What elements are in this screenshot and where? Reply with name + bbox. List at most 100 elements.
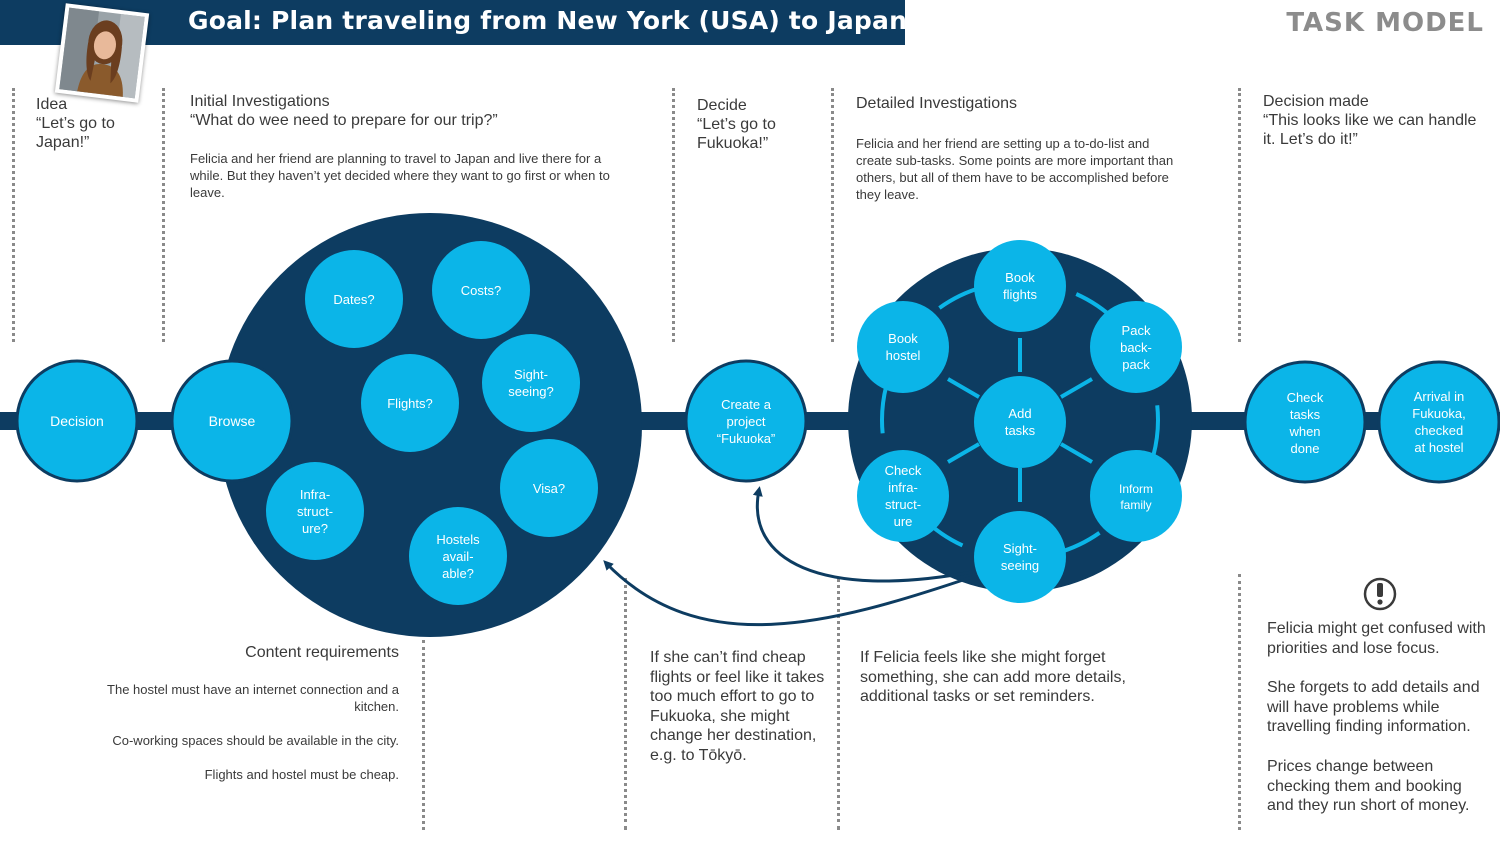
bubble-label: pack xyxy=(1122,357,1150,372)
task-add-tasks: Add tasks xyxy=(974,376,1066,468)
node-label: Fukuoka, xyxy=(1412,406,1465,421)
bubble-costs: Costs? xyxy=(432,241,530,339)
node-label: at hostel xyxy=(1414,440,1463,455)
bubble-label: Sight- xyxy=(1003,541,1037,556)
bubble-label: avail- xyxy=(442,549,473,564)
idea-title: Idea xyxy=(36,96,68,113)
bubble-label: family xyxy=(1120,498,1151,512)
bubble-label: Check xyxy=(885,463,922,478)
idea-quote-1: “Let’s go to xyxy=(36,115,115,132)
task-book-flights: Book flights xyxy=(974,240,1066,332)
bubble-label: able? xyxy=(442,566,474,581)
pain-point: Prices change between checking them and … xyxy=(1267,758,1470,815)
node-label: done xyxy=(1291,441,1320,456)
decide-title: Decide xyxy=(697,97,747,114)
content-requirement: Co-working spaces should be available in… xyxy=(112,733,399,748)
bubble-label: Costs? xyxy=(461,283,501,298)
decide-quote-1: “Let’s go to xyxy=(697,116,776,133)
task-sightseeing: Sight- seeing xyxy=(974,511,1066,603)
bubble-label: flights xyxy=(1003,287,1037,302)
bubble-sightseeing: Sight- seeing? xyxy=(482,334,580,432)
task-inform-family: Inform family xyxy=(1090,450,1182,542)
node-label: Decision xyxy=(50,413,104,429)
decide-quote-2: Fukuoka!” xyxy=(697,135,769,152)
divider xyxy=(1238,574,1241,830)
node-label: Create a xyxy=(721,397,772,412)
node-label: Browse xyxy=(209,413,256,429)
bubble-flights: Flights? xyxy=(361,354,459,452)
bubble-label: infra- xyxy=(888,480,918,495)
divider xyxy=(672,88,675,342)
bubble-hostels: Hostels avail- able? xyxy=(409,507,507,605)
note-forget: If Felicia feels like she might forget s… xyxy=(860,649,1126,706)
node-label: checked xyxy=(1415,423,1463,438)
node-decision: Decision xyxy=(15,359,139,483)
bubble-label: Inform xyxy=(1119,482,1153,496)
divider xyxy=(624,578,627,830)
bubble-label: Pack xyxy=(1122,323,1151,338)
section-initial-investigations: Initial Investigations “What do wee need… xyxy=(190,92,630,130)
initial-title: Initial Investigations xyxy=(190,93,330,110)
decision-made-title: Decision made xyxy=(1263,93,1369,110)
divider xyxy=(422,640,425,830)
exclamation-icon xyxy=(1363,577,1397,611)
page-title: Goal: Plan traveling from New York (USA)… xyxy=(188,6,908,35)
divider xyxy=(837,578,840,830)
divider xyxy=(162,88,165,342)
section-decision-made: Decision made “This looks like we can ha… xyxy=(1263,92,1493,149)
task-book-hostel: Book hostel xyxy=(857,301,949,393)
bubble-label: Visa? xyxy=(533,481,565,496)
bubble-label: seeing? xyxy=(508,384,554,399)
content-requirements-title: Content requirements xyxy=(245,644,399,661)
node-label: “Fukuoka” xyxy=(717,431,776,446)
bubble-label: tasks xyxy=(1005,423,1036,438)
task-model-label: TASK MODEL xyxy=(1286,8,1484,38)
divider xyxy=(12,88,15,342)
content-requirement: Flights and hostel must be cheap. xyxy=(204,767,399,782)
bubble-label: ure xyxy=(894,514,913,529)
bubble-label: Infra- xyxy=(300,487,330,502)
node-browse: Browse xyxy=(170,359,294,483)
bubble-label: back- xyxy=(1120,340,1152,355)
node-arrival: Arrival in Fukuoka, checked at hostel xyxy=(1377,360,1500,484)
node-label: tasks xyxy=(1290,407,1321,422)
initial-question: “What do wee need to prepare for our tri… xyxy=(190,112,498,129)
bubble-label: Book xyxy=(888,331,918,346)
bubble-label: Book xyxy=(1005,270,1035,285)
task-pack-backpack: Pack back- pack xyxy=(1090,301,1182,393)
bubble-label: struct- xyxy=(885,497,921,512)
node-label: project xyxy=(726,414,765,429)
idea-quote-2: Japan!” xyxy=(36,134,90,151)
node-check-tasks: Check tasks when done xyxy=(1243,360,1367,484)
bubble-visa: Visa? xyxy=(500,439,598,537)
bubble-label: ure? xyxy=(302,521,328,536)
pain-point: She forgets to add details and will have… xyxy=(1267,679,1480,736)
bubble-label: Add xyxy=(1008,406,1031,421)
bubble-dates: Dates? xyxy=(305,250,403,348)
divider xyxy=(831,88,834,342)
bubble-label: Flights? xyxy=(387,396,433,411)
task-check-infrastructure: Check infra- struct- ure xyxy=(857,450,949,542)
bubble-infrastructure: Infra- struct- ure? xyxy=(266,462,364,560)
divider xyxy=(1238,88,1241,342)
initial-body: Felicia and her friend are planning to t… xyxy=(190,151,610,200)
node-label: Check xyxy=(1287,390,1324,405)
node-label: Arrival in xyxy=(1414,389,1465,404)
bubble-label: seeing xyxy=(1001,558,1039,573)
note-cheap-flights: If she can’t find cheap flights or feel … xyxy=(650,649,825,764)
node-label: when xyxy=(1288,424,1320,439)
bubble-label: Sight- xyxy=(514,367,548,382)
node-create-project: Create a project “Fukuoka” xyxy=(684,359,808,483)
section-decide: Decide “Let’s go to Fukuoka!” xyxy=(697,96,827,153)
avatar xyxy=(54,3,150,103)
bubble-label: Dates? xyxy=(333,292,374,307)
arrow-back-to-browse xyxy=(603,560,973,627)
bubble-label: struct- xyxy=(297,504,333,519)
detailed-title: Detailed Investigations xyxy=(856,95,1017,112)
decision-made-quote-1: “This looks like we can handle xyxy=(1263,112,1477,129)
detailed-body: Felicia and her friend are setting up a … xyxy=(856,136,1174,202)
decision-made-quote-2: it. Let’s do it!” xyxy=(1263,131,1358,148)
arrow-back-to-create xyxy=(752,486,973,583)
bubble-label: Hostels xyxy=(436,532,480,547)
